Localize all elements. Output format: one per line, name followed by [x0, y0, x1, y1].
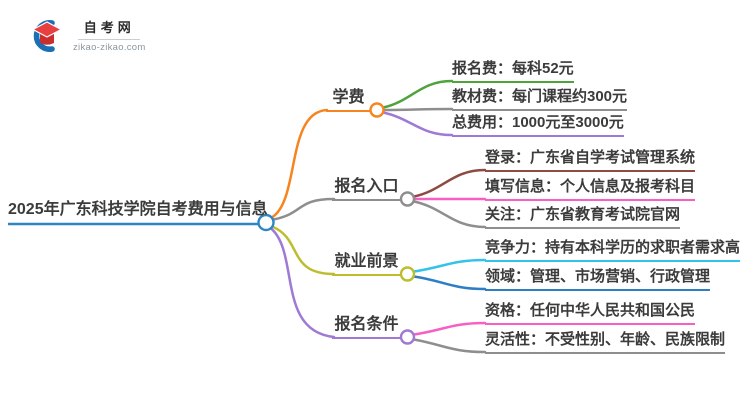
connector-flexibility	[412, 338, 487, 354]
connector-jobs	[270, 225, 336, 276]
site-url: zikao-zikao.com	[73, 42, 146, 53]
leaf-follow[interactable]: 关注：广东省教育考试院官网	[485, 205, 681, 229]
leaf-flexibility[interactable]: 灵活性：不受性别、年龄、民族限制	[485, 330, 726, 354]
root-node-handle[interactable]	[257, 213, 275, 232]
tuition-node-handle[interactable]	[369, 102, 385, 118]
connector-entry	[272, 197, 336, 221]
connector-tuition	[271, 108, 329, 219]
connector-fields	[412, 275, 487, 291]
connector-registration-fee	[382, 79, 454, 109]
connector-eligibility	[412, 321, 487, 336]
leaf-competitiveness[interactable]: 竞争力：持有本科学历的求职者需求高	[485, 238, 741, 262]
jobs-node-handle[interactable]	[399, 266, 416, 282]
branch-entry[interactable]: 报名入口	[332, 177, 401, 201]
root-topic[interactable]: 2025年广东科技学院自考费用与信息	[8, 199, 268, 225]
leaf-textbook-fee[interactable]: 教材费：每门课程约300元	[452, 87, 628, 111]
leaf-total-fee[interactable]: 总费用：1000元至3000元	[452, 113, 624, 137]
site-logo[interactable]: 自考网 zikao-zikao.com	[30, 18, 146, 54]
leaf-eligibility[interactable]: 资格：任何中华人民共和国公民	[485, 301, 696, 325]
leaf-login[interactable]: 登录：广东省自学考试管理系统	[485, 148, 696, 172]
leaf-fill-info[interactable]: 填写信息：个人信息及报考科目	[485, 177, 696, 201]
logo-divider	[78, 39, 141, 40]
connector-competitiveness	[412, 258, 487, 273]
branch-jobs[interactable]: 就业前景	[332, 252, 401, 276]
conditions-node-handle[interactable]	[399, 329, 416, 345]
branch-tuition[interactable]: 学费	[326, 88, 371, 112]
connector-login	[412, 168, 487, 198]
connector-total-fee	[382, 111, 454, 137]
entry-node-handle[interactable]	[399, 191, 416, 207]
branch-conditions[interactable]: 报名条件	[332, 315, 401, 339]
graduation-cap-logo-icon	[31, 20, 63, 52]
leaf-fields[interactable]: 领域：管理、市场营销、行政管理	[485, 267, 711, 291]
site-name: 自考网	[83, 20, 135, 35]
connector-conditions	[269, 226, 336, 339]
connector-follow	[412, 200, 487, 229]
leaf-registration-fee[interactable]: 报名费：每科52元	[452, 59, 574, 83]
connector-textbook-fee	[382, 107, 454, 112]
